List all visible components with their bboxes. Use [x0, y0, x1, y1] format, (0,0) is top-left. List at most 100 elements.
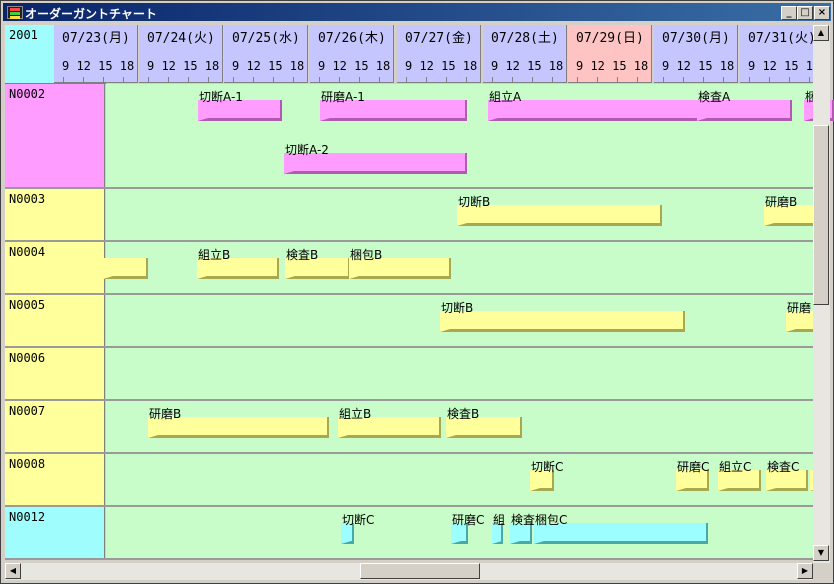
day-header: 07/23(月)9 12 15 18 — [54, 25, 138, 83]
task-bar[interactable]: 検査B — [285, 244, 350, 280]
hour-tick-mark — [339, 77, 340, 83]
task-bar-body — [451, 523, 468, 544]
hour-tick-mark — [552, 77, 553, 83]
size-grip[interactable] — [813, 563, 830, 580]
task-label: 切断B — [458, 195, 491, 209]
order-label-cell[interactable]: N0008 — [5, 454, 105, 505]
task-bar[interactable] — [103, 244, 148, 280]
task-bar[interactable]: 切断C — [530, 456, 563, 492]
task-bar-body — [488, 100, 708, 121]
task-label: 切断C — [342, 513, 375, 527]
hour-tick-mark — [749, 77, 750, 83]
hour-tick-mark — [148, 77, 149, 83]
order-label-cell[interactable]: N0006 — [5, 348, 105, 399]
order-id: N0004 — [9, 245, 46, 259]
task-bar[interactable]: 組 — [492, 509, 506, 545]
order-id: N0005 — [9, 298, 46, 312]
task-bar[interactable]: 研磨C — [676, 456, 709, 492]
task-bar-body — [148, 417, 329, 438]
hour-ticks: 9 12 15 18 — [491, 59, 564, 73]
hour-ticks: 9 12 15 18 — [62, 59, 135, 73]
title-bar[interactable]: オーダーガントチャート _ □ × — [3, 3, 831, 21]
scroll-left-icon[interactable]: ◀ — [5, 563, 21, 579]
task-bar-body — [349, 258, 451, 279]
task-bar[interactable]: 検査C — [766, 456, 808, 492]
task-bar[interactable]: 梱包B — [349, 244, 451, 280]
vertical-scrollbar[interactable]: ▲ ▼ — [813, 25, 830, 563]
task-label: 検査B — [286, 248, 319, 262]
hour-ticks: 9 12 15 18 — [147, 59, 220, 73]
task-bar-body — [534, 523, 708, 544]
task-bar[interactable]: 梱包C — [534, 509, 708, 545]
order-label-cell[interactable]: N0005 — [5, 295, 105, 346]
app-icon[interactable] — [7, 6, 23, 19]
task-label: 検査A — [698, 90, 731, 104]
day-header: 07/28(土)9 12 15 18 — [483, 25, 567, 83]
task-bar[interactable]: 検査A — [697, 86, 792, 122]
task-bar[interactable]: 切断C — [341, 509, 374, 545]
task-bar[interactable]: 切断B — [457, 191, 662, 227]
order-label-cell[interactable]: N0003 — [5, 189, 105, 240]
hour-tick-mark — [809, 77, 810, 83]
task-bar-body — [284, 153, 467, 174]
hour-ticks: 9 12 15 18 — [662, 59, 735, 73]
task-label: 組 — [493, 513, 506, 527]
task-bar-body — [198, 100, 282, 121]
vertical-scroll-thumb[interactable] — [813, 125, 829, 305]
task-label: 検査C — [767, 460, 800, 474]
hour-tick-mark — [273, 77, 274, 83]
task-bar[interactable]: 検査B — [446, 403, 522, 439]
hour-ticks: 9 12 15 18 — [318, 59, 391, 73]
scroll-down-icon[interactable]: ▼ — [813, 545, 829, 561]
hour-tick-mark — [769, 77, 770, 83]
order-id: N0007 — [9, 404, 46, 418]
close-button[interactable]: × — [814, 6, 830, 20]
window-title: オーダーガントチャート — [25, 7, 157, 21]
order-timeline: 切断C 研磨C 組立C 検査C — [106, 454, 820, 505]
hour-tick-mark — [83, 77, 84, 83]
task-bar[interactable]: 切断A-1 — [198, 86, 282, 122]
task-label: 切断C — [531, 460, 564, 474]
hour-tick-mark — [637, 77, 638, 83]
task-bar[interactable]: 研磨A-1 — [320, 86, 467, 122]
order-row: N0012 切断C 研磨C 組検査梱包C — [5, 507, 813, 560]
task-bar[interactable]: 組立B — [197, 244, 279, 280]
order-label-cell[interactable]: N0007 — [5, 401, 105, 452]
task-bar[interactable]: 切断B — [440, 297, 685, 333]
task-bar[interactable]: 組立B — [338, 403, 441, 439]
horizontal-scrollbar[interactable]: ◀ ▶ — [5, 563, 813, 580]
day-header: 07/24(火)9 12 15 18 — [139, 25, 223, 83]
task-bar[interactable]: 切断A-2 — [284, 139, 467, 175]
order-timeline: 組立B 検査B 梱包B — [103, 242, 813, 293]
order-id: N0003 — [9, 192, 46, 206]
order-timeline — [106, 348, 813, 399]
horizontal-scroll-thumb[interactable] — [360, 563, 480, 579]
task-bar-body — [530, 470, 554, 491]
task-bar[interactable]: 研磨C — [451, 509, 484, 545]
order-row: N0004 組立B 検査B 梱包B — [5, 242, 813, 295]
hour-tick-mark — [253, 77, 254, 83]
task-label: 研磨A-1 — [321, 90, 365, 104]
task-bar[interactable]: 組立C — [718, 456, 761, 492]
task-bar[interactable]: 研磨B — [148, 403, 329, 439]
task-bar[interactable]: 検査 — [510, 509, 535, 545]
minimize-button[interactable]: _ — [781, 6, 797, 20]
hour-tick-mark — [188, 77, 189, 83]
task-bar-body — [766, 470, 808, 491]
order-label-cell[interactable]: N0004 — [5, 242, 105, 293]
maximize-button[interactable]: □ — [797, 6, 813, 20]
hour-tick-mark — [359, 77, 360, 83]
order-label-cell[interactable]: N0002 — [5, 84, 105, 187]
hour-ticks: 9 12 15 18 — [748, 59, 821, 73]
order-row: N0003 切断B 研磨B — [5, 189, 824, 242]
scroll-up-icon[interactable]: ▲ — [813, 25, 829, 41]
task-bar[interactable]: 研磨B — [764, 191, 824, 227]
task-bar-body — [457, 205, 662, 226]
task-bar[interactable]: 組立A — [488, 86, 708, 122]
order-label-cell[interactable]: N0012 — [5, 507, 105, 558]
day-header: 07/29(日)9 12 15 18 — [568, 25, 652, 83]
scroll-right-icon[interactable]: ▶ — [797, 563, 813, 579]
order-row: N0008 切断C 研磨C 組立C 検査C — [5, 454, 820, 507]
